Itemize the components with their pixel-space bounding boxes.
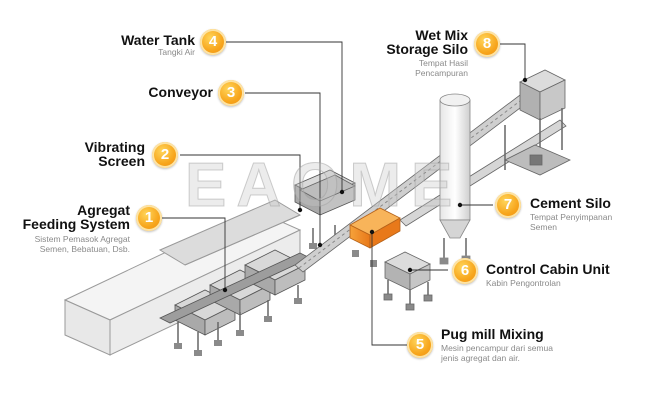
callout-title-line2: Screen xyxy=(98,153,145,169)
callout-title: Cement Silo xyxy=(530,195,611,211)
pug-mill xyxy=(349,207,401,267)
callout-subtitle-line1: Mesin pencampur dari semua xyxy=(441,343,553,353)
aggregate-bins xyxy=(159,249,311,336)
callout-subtitle: Kabin Pengontrolan xyxy=(486,278,561,288)
callout-cement-silo: Cement Silo Tempat Penyimpanan Semen xyxy=(530,196,640,232)
badge-1: 1 xyxy=(136,205,162,231)
badge-5: 5 xyxy=(407,332,433,358)
wet-mix-silo xyxy=(504,69,571,176)
callout-title-line2: Storage Silo xyxy=(386,41,468,57)
badge-8: 8 xyxy=(474,31,500,57)
callout-title-line1: Agregat xyxy=(77,202,130,218)
callout-title: Water Tank xyxy=(121,32,195,48)
badge-6: 6 xyxy=(452,258,478,284)
badge-3: 3 xyxy=(218,80,244,106)
callout-agregat-feeding: Agregat Feeding System Sistem Pemasok Ag… xyxy=(5,203,130,254)
leader-dots xyxy=(222,77,528,293)
callout-subtitle-line1: Sistem Pemasok Agregat xyxy=(34,234,130,244)
callout-title: Control Cabin Unit xyxy=(486,261,610,277)
control-cabin xyxy=(383,251,433,311)
callout-wet-mix-silo: Wet Mix Storage Silo Tempat Hasil Pencam… xyxy=(365,28,468,78)
cement-silo xyxy=(439,93,471,265)
callout-pug-mill: Pug mill Mixing Mesin pencampur dari sem… xyxy=(441,327,601,363)
callout-title: Conveyor xyxy=(148,84,213,100)
callout-subtitle-line2: Pencampuran xyxy=(415,68,468,78)
callout-water-tank: Water Tank Tangki Air xyxy=(85,33,195,57)
callout-subtitle-line1: Tempat Penyimpanan xyxy=(530,212,613,222)
water-tank xyxy=(299,174,356,202)
callout-subtitle-line2: Semen, Bebatuan, Dsb. xyxy=(39,244,130,254)
badge-2: 2 xyxy=(152,142,178,168)
callout-title-line2: Feeding System xyxy=(22,216,130,232)
callout-control-cabin: Control Cabin Unit Kabin Pengontrolan xyxy=(486,262,636,288)
watermark-logo: EAOME xyxy=(184,151,463,221)
callout-subtitle-line1: Tempat Hasil xyxy=(418,58,468,68)
callout-subtitle-line2: Semen xyxy=(530,222,557,232)
callout-title-line1: Wet Mix xyxy=(415,27,468,43)
badge-4: 4 xyxy=(200,29,226,55)
callout-subtitle-line2: jenis agregat dan air. xyxy=(441,353,520,363)
callout-vibrating-screen: Vibrating Screen xyxy=(60,140,145,168)
callout-title: Pug mill Mixing xyxy=(441,326,544,342)
callout-conveyor: Conveyor xyxy=(110,85,213,99)
leader-lines xyxy=(162,41,526,346)
callout-subtitle: Tangki Air xyxy=(158,47,195,57)
callout-title-line1: Vibrating xyxy=(84,139,145,155)
badge-7: 7 xyxy=(495,192,521,218)
